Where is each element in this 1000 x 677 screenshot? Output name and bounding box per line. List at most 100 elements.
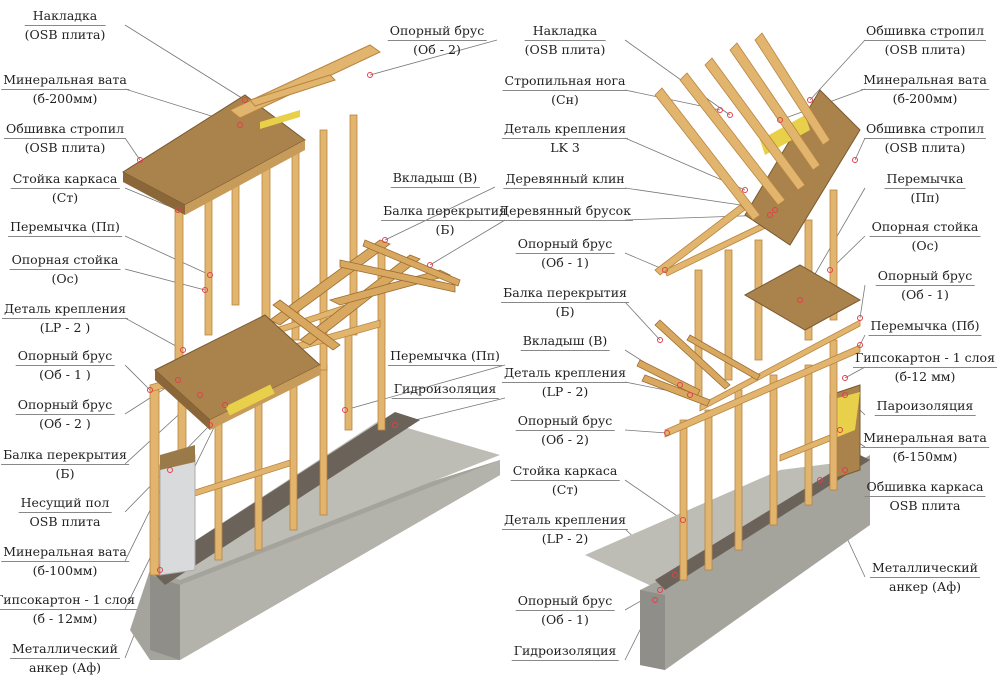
callout-label: Обшивка стропил(OSB плита) xyxy=(3,120,127,157)
leader-line xyxy=(124,364,151,391)
callout-label-subtitle: (Об - 1 ) xyxy=(39,367,91,382)
callout-label-subtitle: (OSB плита) xyxy=(24,140,106,155)
callout-label: Гидроизоляция xyxy=(391,380,499,399)
callout-label-title: Опорная стойка xyxy=(9,251,121,270)
leader-line xyxy=(124,24,246,101)
callout-label-title: Перемычка (Пб) xyxy=(868,317,982,336)
callout-label: Вкладыш (В) xyxy=(390,169,480,188)
callout-label-subtitle: (Об - 2 ) xyxy=(39,416,91,431)
callout-label: Балка перекрытия(Б) xyxy=(501,284,629,321)
callout-label: Обшивка стропил(OSB плита) xyxy=(863,22,987,59)
callout-label-subtitle: (Б) xyxy=(435,222,455,237)
callout-label-title: Накладка xyxy=(24,7,106,26)
callout-label-title: Минеральная вата xyxy=(861,71,989,90)
callout-label-title: Вкладыш (В) xyxy=(520,332,610,351)
marker-dot xyxy=(242,97,248,103)
callout-label: Опорный брус(Об - 1) xyxy=(515,592,615,629)
callout-label: Стропильная нога(Сн) xyxy=(502,72,628,109)
leader-line xyxy=(624,39,731,116)
callout-label: Опорный брус(Об - 1 ) xyxy=(15,347,115,384)
callout-label-title: Опорный брус xyxy=(515,592,615,611)
callout-label: Минеральная вата(б-200мм) xyxy=(861,71,989,108)
callout-label-title: Обшивка каркаса xyxy=(864,478,986,497)
callout-label-title: Металлический xyxy=(870,559,980,578)
callout-label-subtitle: (Об - 1) xyxy=(901,287,949,302)
callout-label-subtitle: (OSB плита) xyxy=(884,140,966,155)
callout-label-subtitle: (Б) xyxy=(555,304,575,319)
marker-dot xyxy=(392,422,398,428)
callout-label-title: Опорный брус xyxy=(15,396,115,415)
marker-dot xyxy=(664,430,670,436)
marker-dot xyxy=(857,342,863,348)
right-roof xyxy=(654,32,861,276)
callout-label-title: Стойка каркаса xyxy=(510,462,620,481)
marker-dot xyxy=(857,315,863,321)
marker-dot xyxy=(772,207,778,213)
callout-label-title: Гипсокартон - 1 слоя xyxy=(0,591,137,610)
leader-line xyxy=(624,479,684,521)
callout-label: Накладка(OSB плита) xyxy=(524,22,606,59)
callout-label: Опорная стойка(Ос) xyxy=(9,251,121,288)
callout-label-subtitle: (б - 12мм) xyxy=(32,611,98,626)
callout-label-subtitle: (Пп) xyxy=(910,190,940,205)
marker-dots xyxy=(137,72,863,603)
callout-label-title: Обшивка стропил xyxy=(3,120,127,139)
leader-line xyxy=(384,186,496,241)
marker-dot xyxy=(837,427,843,433)
callout-label-subtitle: (б-100мм) xyxy=(32,563,98,578)
marker-dot xyxy=(827,267,833,273)
callout-label-subtitle: (Об - 1) xyxy=(541,255,589,270)
marker-dot xyxy=(687,392,693,398)
callout-label: Опорный брус(Об - 1) xyxy=(875,267,975,304)
callout-label: Перемычка(Пп) xyxy=(884,170,966,207)
callout-label: Опорный брус(Об - 1) xyxy=(515,235,615,272)
callout-label-title: Деталь крепления xyxy=(501,364,629,383)
leader-line xyxy=(124,137,141,161)
right-wall-osb-sheathing xyxy=(829,384,861,481)
marker-dot xyxy=(167,467,173,473)
right-wall-studs xyxy=(664,189,861,581)
callout-label-title: Перемычка (Пп) xyxy=(8,218,122,237)
leader-line xyxy=(809,39,866,101)
callout-label: Накладка(OSB плита) xyxy=(24,7,106,44)
leader-line xyxy=(859,334,866,346)
callout-label-title: Опорный брус xyxy=(875,267,975,286)
left-wall-insulation xyxy=(159,445,196,576)
callout-label-subtitle: (Об - 2) xyxy=(413,42,461,57)
callout-label-subtitle: (б-12 мм) xyxy=(894,369,956,384)
callout-label: Деревянный брусок xyxy=(496,202,634,221)
leader-line xyxy=(369,39,498,76)
marker-dot xyxy=(777,117,783,123)
callout-label-subtitle: OSB плита xyxy=(29,514,101,529)
callout-label-title: Опорный брус xyxy=(387,22,487,41)
callout-label-title: Минеральная вата xyxy=(1,543,129,562)
marker-dot xyxy=(207,272,213,278)
callout-label-subtitle: (Сн) xyxy=(551,92,579,107)
leader-line xyxy=(844,366,866,379)
callout-label-subtitle: (OSB плита) xyxy=(884,42,966,57)
callout-label-subtitle: OSB плита xyxy=(889,498,961,513)
callout-label-title: Обшивка стропил xyxy=(863,120,987,139)
marker-dot xyxy=(662,267,668,273)
marker-dot xyxy=(180,347,186,353)
marker-dot xyxy=(672,572,678,578)
callout-label-title: Деревянный брусок xyxy=(496,202,634,221)
callout-label-title: Опорный брус xyxy=(15,347,115,366)
callout-label-subtitle: (OSB плита) xyxy=(24,27,106,42)
leader-line xyxy=(624,429,668,434)
callout-label: Перемычка (Пп) xyxy=(8,218,122,237)
marker-dot xyxy=(222,402,228,408)
callout-label-title: Гидроизоляция xyxy=(391,380,499,399)
callout-label-subtitle: (LP - 2) xyxy=(541,384,589,399)
marker-dot xyxy=(797,297,803,303)
callout-label-subtitle: (Б) xyxy=(55,466,75,481)
callout-label-subtitle: (Об - 2) xyxy=(541,432,589,447)
callout-label-subtitle: анкер (Аф) xyxy=(889,579,961,594)
marker-dot xyxy=(767,212,773,218)
marker-dot xyxy=(842,467,848,473)
callout-label-subtitle: (Ст) xyxy=(551,482,579,497)
callout-label: Пароизоляция xyxy=(874,397,976,416)
